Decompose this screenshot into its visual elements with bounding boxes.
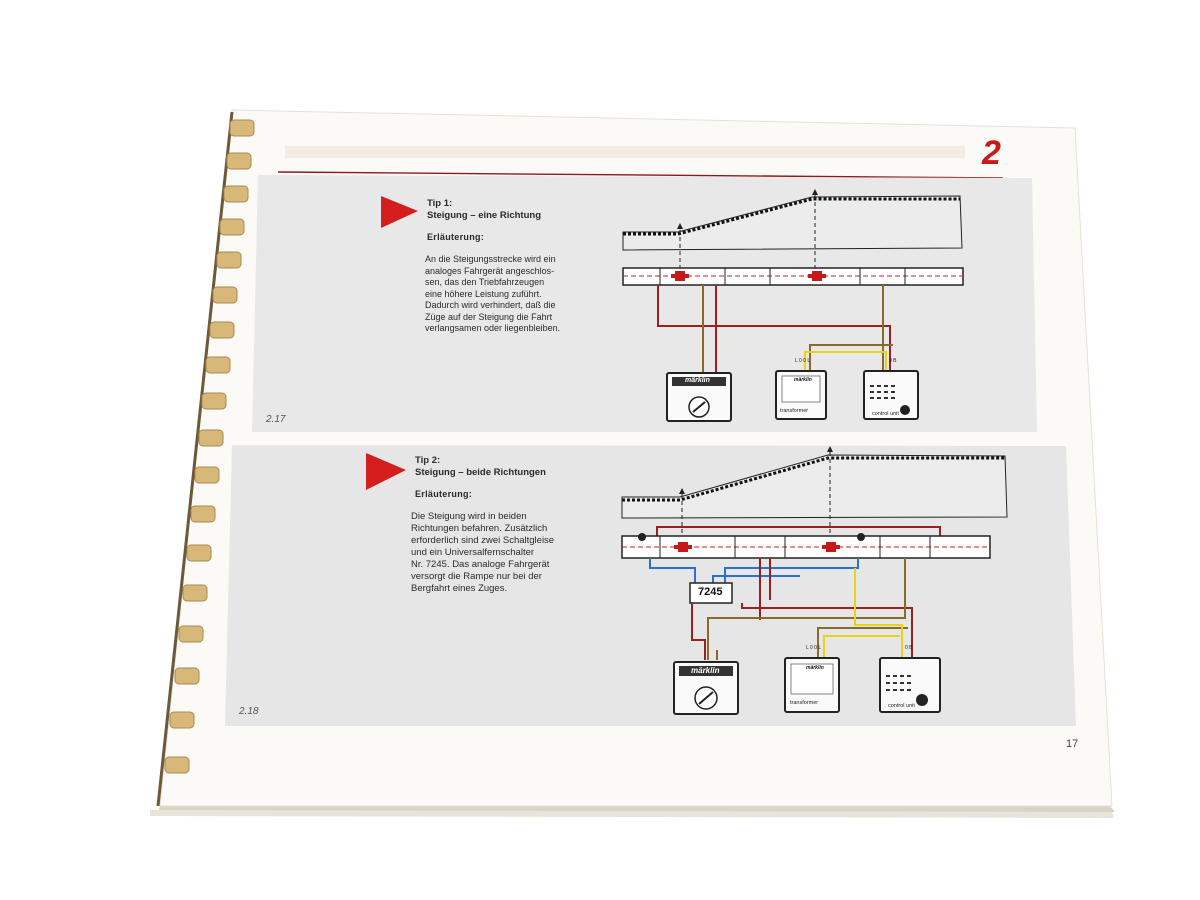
transformer-2-face <box>790 663 834 695</box>
terminal-l-2: L 0 0 L <box>806 645 822 651</box>
figure-number-2: 2.18 <box>239 706 259 717</box>
controller-2-knob-pointer <box>698 691 714 705</box>
page-number: 17 <box>1066 738 1079 750</box>
control-unit-1-keypad <box>870 385 895 399</box>
controller-1-knob-pointer <box>692 401 706 413</box>
switch-track-contact-a <box>638 533 646 541</box>
tip-2-title-line1: Tip 2: <box>415 455 441 466</box>
isolation-marker-2a <box>674 542 692 552</box>
tip-2-text-block: Tip 2: Steigung – beide Richtungen Erläu… <box>411 455 595 595</box>
wire-brown-2a <box>707 558 906 660</box>
tip-2-title-line2: Steigung – beide Richtungen <box>415 467 546 478</box>
transformer-1-logo: märklin <box>794 377 812 383</box>
wire-red-1 <box>657 285 891 372</box>
tip-1-title-line1: Tip 1: <box>427 198 453 209</box>
track-ties-2 <box>659 536 931 558</box>
ramp-track-2 <box>622 456 1005 502</box>
tip-1-text-block: Tip 1: Steigung – eine Richtung Erläuter… <box>425 198 597 335</box>
tip-2-subheading: Erläuterung: <box>415 489 473 499</box>
spiral-binding <box>156 111 255 807</box>
wire-yellow-2b <box>823 635 900 660</box>
diagram-2 <box>621 446 1008 715</box>
ramp-track-1 <box>623 197 960 236</box>
control-unit-2-keypad <box>886 675 911 691</box>
terminal-b-1: 0 B <box>889 358 897 364</box>
figure-number-1: 2.17 <box>266 414 286 425</box>
controller-1-logo-bar <box>672 377 726 386</box>
isolation-marker-1a <box>671 271 689 281</box>
control-unit-2-knob <box>916 694 928 706</box>
switch-7245-label: 7245 <box>698 586 723 598</box>
wire-yellow-1 <box>804 351 887 372</box>
page-shadow <box>150 810 1114 818</box>
transformer-2-label: transformer <box>790 700 819 706</box>
wire-red-2-top <box>656 526 941 540</box>
ramp-profile-1 <box>622 195 963 251</box>
switch-track-contact-b <box>857 533 865 541</box>
control-unit-1-label: control unit <box>872 411 899 417</box>
ramp-arrow-1a <box>677 223 683 229</box>
chapter-number: 2 <box>982 134 1001 172</box>
isolation-marker-2b <box>822 542 840 552</box>
wire-red-2c <box>741 603 913 660</box>
diagram-1 <box>622 189 964 422</box>
wire-brown-2c <box>817 627 908 660</box>
transformer-1-face <box>781 375 821 403</box>
control-unit-2-label: control unit <box>888 703 915 709</box>
tip-2-marker-triangle <box>366 453 406 490</box>
wire-blue-2a <box>649 558 696 584</box>
binding-coils <box>164 119 255 774</box>
controller-2-logo: märklin <box>691 666 720 675</box>
track-ties-1 <box>659 268 906 285</box>
header-faint-band <box>285 146 965 158</box>
ramp-arrow-2b <box>827 446 833 452</box>
ramp-arrow-1b <box>812 189 818 195</box>
tip-1-title-line2: Steigung – eine Richtung <box>427 210 542 221</box>
controller-1-logo: märklin <box>685 377 710 384</box>
terminal-b-2: 0 B <box>905 645 913 651</box>
ramp-profile-2 <box>621 454 1008 519</box>
tip-2-body: Die Steigung wird in beiden Richtungen b… <box>411 511 555 594</box>
wire-brown-1c <box>809 344 893 372</box>
transformer-2-logo: märklin <box>806 665 824 671</box>
tip-1-marker-triangle <box>381 196 418 228</box>
universal-switch-7245 <box>689 582 733 604</box>
ramp-arrow-2a <box>679 488 685 494</box>
controller-2-logo-bar <box>679 666 733 676</box>
page-stack-edge <box>158 806 1115 812</box>
wire-yellow-2a <box>854 568 903 660</box>
control-unit-1-knob <box>900 405 910 415</box>
tip-1-body: An die Steigungsstrecke wird ein analoge… <box>425 254 561 333</box>
wire-red-2a <box>691 603 706 660</box>
terminal-l-1: L 0 0 L <box>795 358 811 364</box>
isolation-marker-1b <box>808 271 826 281</box>
header-rule <box>277 171 1004 179</box>
transformer-1-label: transformer <box>780 408 809 414</box>
tip-1-subheading: Erläuterung: <box>427 232 485 242</box>
